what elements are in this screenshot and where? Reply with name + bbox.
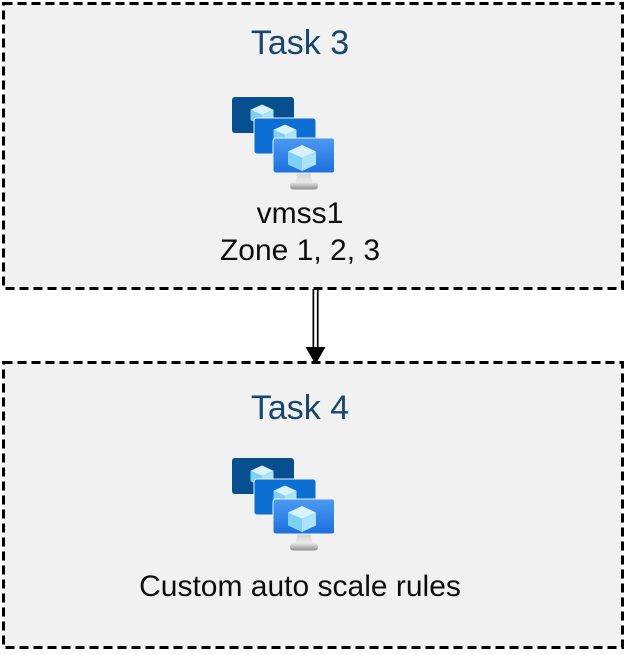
task4-title: Task 4 (250, 389, 350, 427)
task4-box: Task 4 Custom auto scale rules (2, 361, 624, 649)
autoscale-text: Custom auto scale rules (139, 570, 461, 603)
zone-text: Zone 1, 2, 3 (219, 234, 381, 267)
vm-scale-sets-icon (232, 97, 334, 190)
task3-box: Task 3 vmss1 Zone 1, 2, 3 (2, 2, 624, 290)
task3-label: vmss1 Zone 1, 2, 3 (2, 195, 598, 269)
vmss-name-text: vmss1 (256, 197, 344, 230)
task3-title: Task 3 (250, 24, 350, 62)
down-arrow-connector (305, 289, 326, 365)
vm-scale-sets-icon (232, 458, 334, 551)
task4-label: Custom auto scale rules (2, 568, 598, 605)
